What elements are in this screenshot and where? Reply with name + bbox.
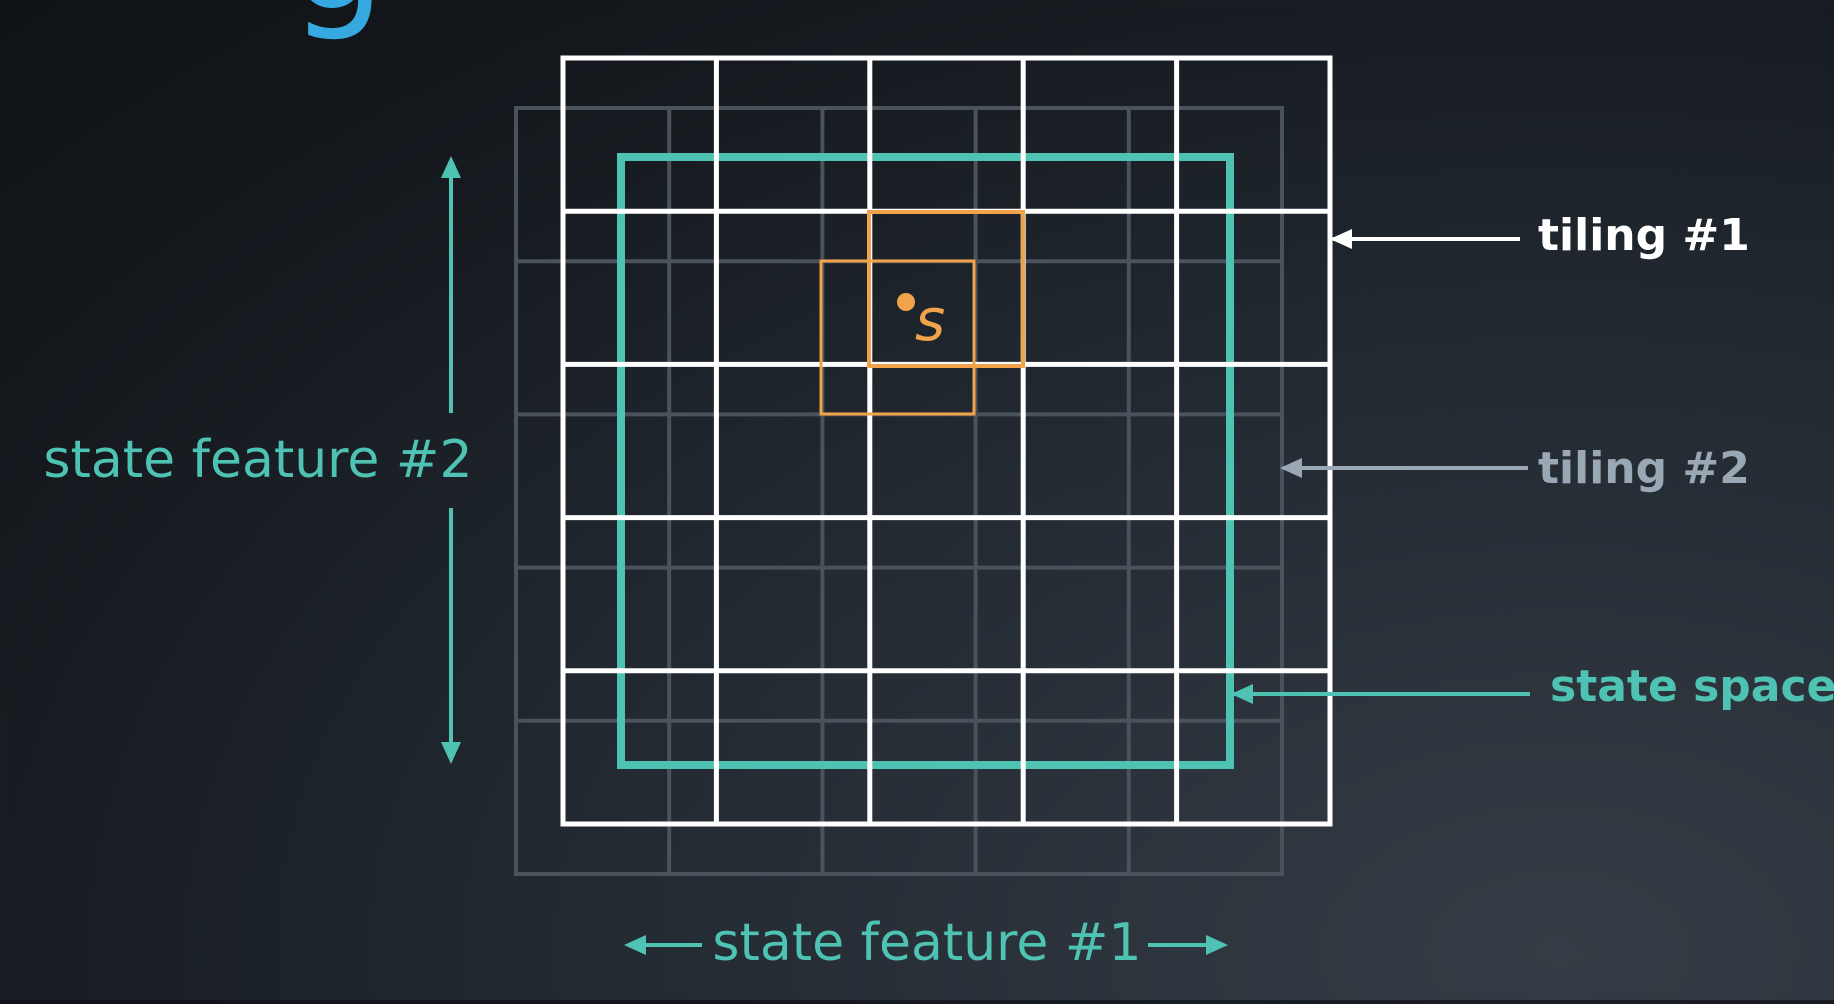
state-point-dot: [897, 293, 915, 311]
state-feature-2-down-arrowhead-icon: [441, 742, 461, 764]
active-tile-tiling-1: [867, 210, 1025, 368]
state-feature-2-up-arrowhead-icon: [441, 156, 461, 178]
tiling-2-grid: [514, 106, 1284, 876]
tiling-2-grid-outline: [514, 106, 1284, 876]
active-tile-tiling-2: [819, 259, 976, 416]
state-feature-2-label: state feature #2: [43, 430, 472, 490]
state-space-pointer-arrowhead-icon: [1231, 684, 1253, 704]
title-fragment: g: [290, 0, 385, 44]
tiling-2-pointer-arrowhead-icon: [1280, 458, 1302, 478]
state-feature-1-left-arrowhead-icon: [624, 935, 646, 955]
state-space-box: [617, 153, 1234, 769]
state-feature-1-right-arrowhead-icon: [1206, 935, 1228, 955]
state-feature-1-label: state feature #1: [712, 913, 1141, 973]
tiling-2-label: tiling #2: [1538, 443, 1750, 494]
tiling-1-grid-outline: [560, 55, 1333, 827]
state-point-label: s: [915, 286, 945, 354]
state-space-label: state space: [1550, 661, 1834, 712]
tiling-1-label: tiling #1: [1538, 210, 1750, 261]
tiling-1-grid: [560, 55, 1333, 827]
tiling-1-pointer-arrowhead-icon: [1330, 229, 1352, 249]
